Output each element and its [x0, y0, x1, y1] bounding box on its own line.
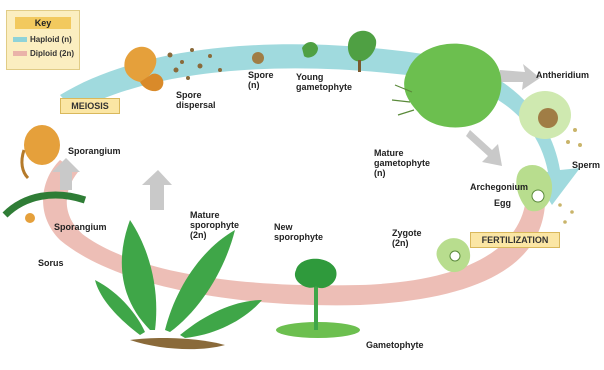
label-sorus: Sorus [38, 258, 64, 268]
label-zygote: Zygote (2n) [392, 228, 422, 248]
fertilization-box: FERTILIZATION [470, 232, 560, 248]
label-gametophyte: Gametophyte [366, 340, 424, 350]
label-mature-sporophyte: Mature sporophyte (2n) [190, 210, 239, 240]
key-legend: Key Haploid (n) Diploid (2n) [6, 10, 80, 70]
label-egg: Egg [494, 198, 511, 208]
zygote-art [437, 238, 471, 272]
label-young-gametophyte: Young gametophyte [296, 72, 352, 92]
grey-arrow-archegonium [466, 130, 502, 166]
haploid-swatch [13, 37, 27, 42]
spore-n [252, 52, 264, 64]
label-sporangium-top: Sporangium [68, 146, 121, 156]
key-haploid-label: Haploid (n) [30, 35, 72, 44]
meiosis-box: MEIOSIS [60, 98, 120, 114]
key-haploid: Haploid (n) [13, 35, 72, 45]
label-sperm: Sperm [572, 160, 600, 170]
label-sporangium-left: Sporangium [54, 222, 107, 232]
key-title: Key [15, 17, 71, 29]
label-archegonium: Archegonium [470, 182, 528, 192]
key-diploid: Diploid (2n) [13, 49, 74, 59]
label-antheridium: Antheridium [536, 70, 589, 80]
label-mature-gametophyte: Mature gametophyte (n) [374, 148, 430, 178]
label-spore: Spore (n) [248, 70, 274, 90]
key-diploid-label: Diploid (2n) [30, 49, 74, 58]
label-spore-dispersal: Spore dispersal [176, 90, 216, 110]
diploid-swatch [13, 51, 27, 56]
label-new-sporophyte: New sporophyte [274, 222, 323, 242]
grey-arrow-sporangium [142, 170, 172, 210]
